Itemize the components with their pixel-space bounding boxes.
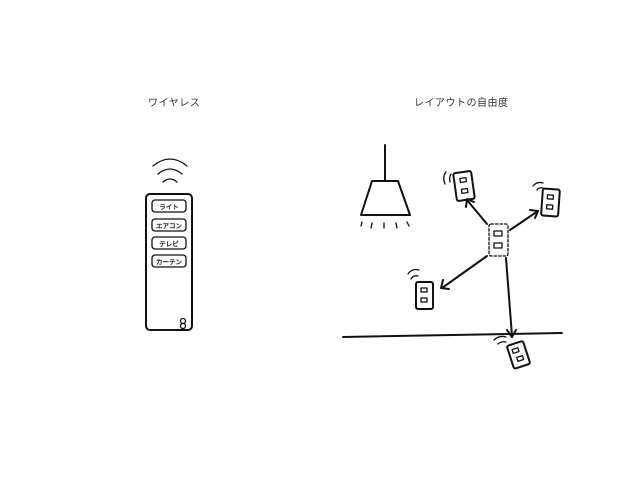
remote-button-tv: テレビ xyxy=(151,236,187,250)
arrow-icon xyxy=(440,255,488,290)
arrow-icon xyxy=(505,257,517,338)
remote-button-label: テレビ xyxy=(159,239,179,248)
remote-button-curtain: カーテン xyxy=(151,254,187,268)
remote-illustration: ライト エアコン テレビ カーテン xyxy=(145,158,193,331)
remote-button-label: ライト xyxy=(159,203,179,211)
arrow-icon xyxy=(509,209,539,231)
center-switch xyxy=(488,223,509,257)
wireless-signal-icon xyxy=(532,181,544,191)
remote-button-light: ライト xyxy=(151,199,187,213)
remote-button-label: カーテン xyxy=(156,258,183,266)
caption-wireless: ワイヤレス xyxy=(148,98,201,109)
remote-button-aircon: エアコン xyxy=(151,218,187,232)
remote-button-label: エアコン xyxy=(156,222,183,230)
wireless-signal-icon xyxy=(407,268,420,280)
wall-switch-icon xyxy=(443,170,476,202)
wireless-signal-icon xyxy=(443,171,452,185)
wall-switch-icon xyxy=(493,335,531,370)
floor-line xyxy=(342,332,563,338)
remote-logo-icon xyxy=(179,317,187,330)
wall-switch-icon xyxy=(532,181,561,218)
caption-layout-freedom: レイアウトの自由度 xyxy=(414,98,509,109)
wireless-signal-icon xyxy=(152,158,188,183)
wall-switch-icon xyxy=(407,268,434,310)
arrow-icon xyxy=(465,198,488,225)
pendant-lamp-icon xyxy=(360,144,411,229)
remote-body xyxy=(145,193,193,331)
wireless-signal-icon xyxy=(493,335,507,345)
